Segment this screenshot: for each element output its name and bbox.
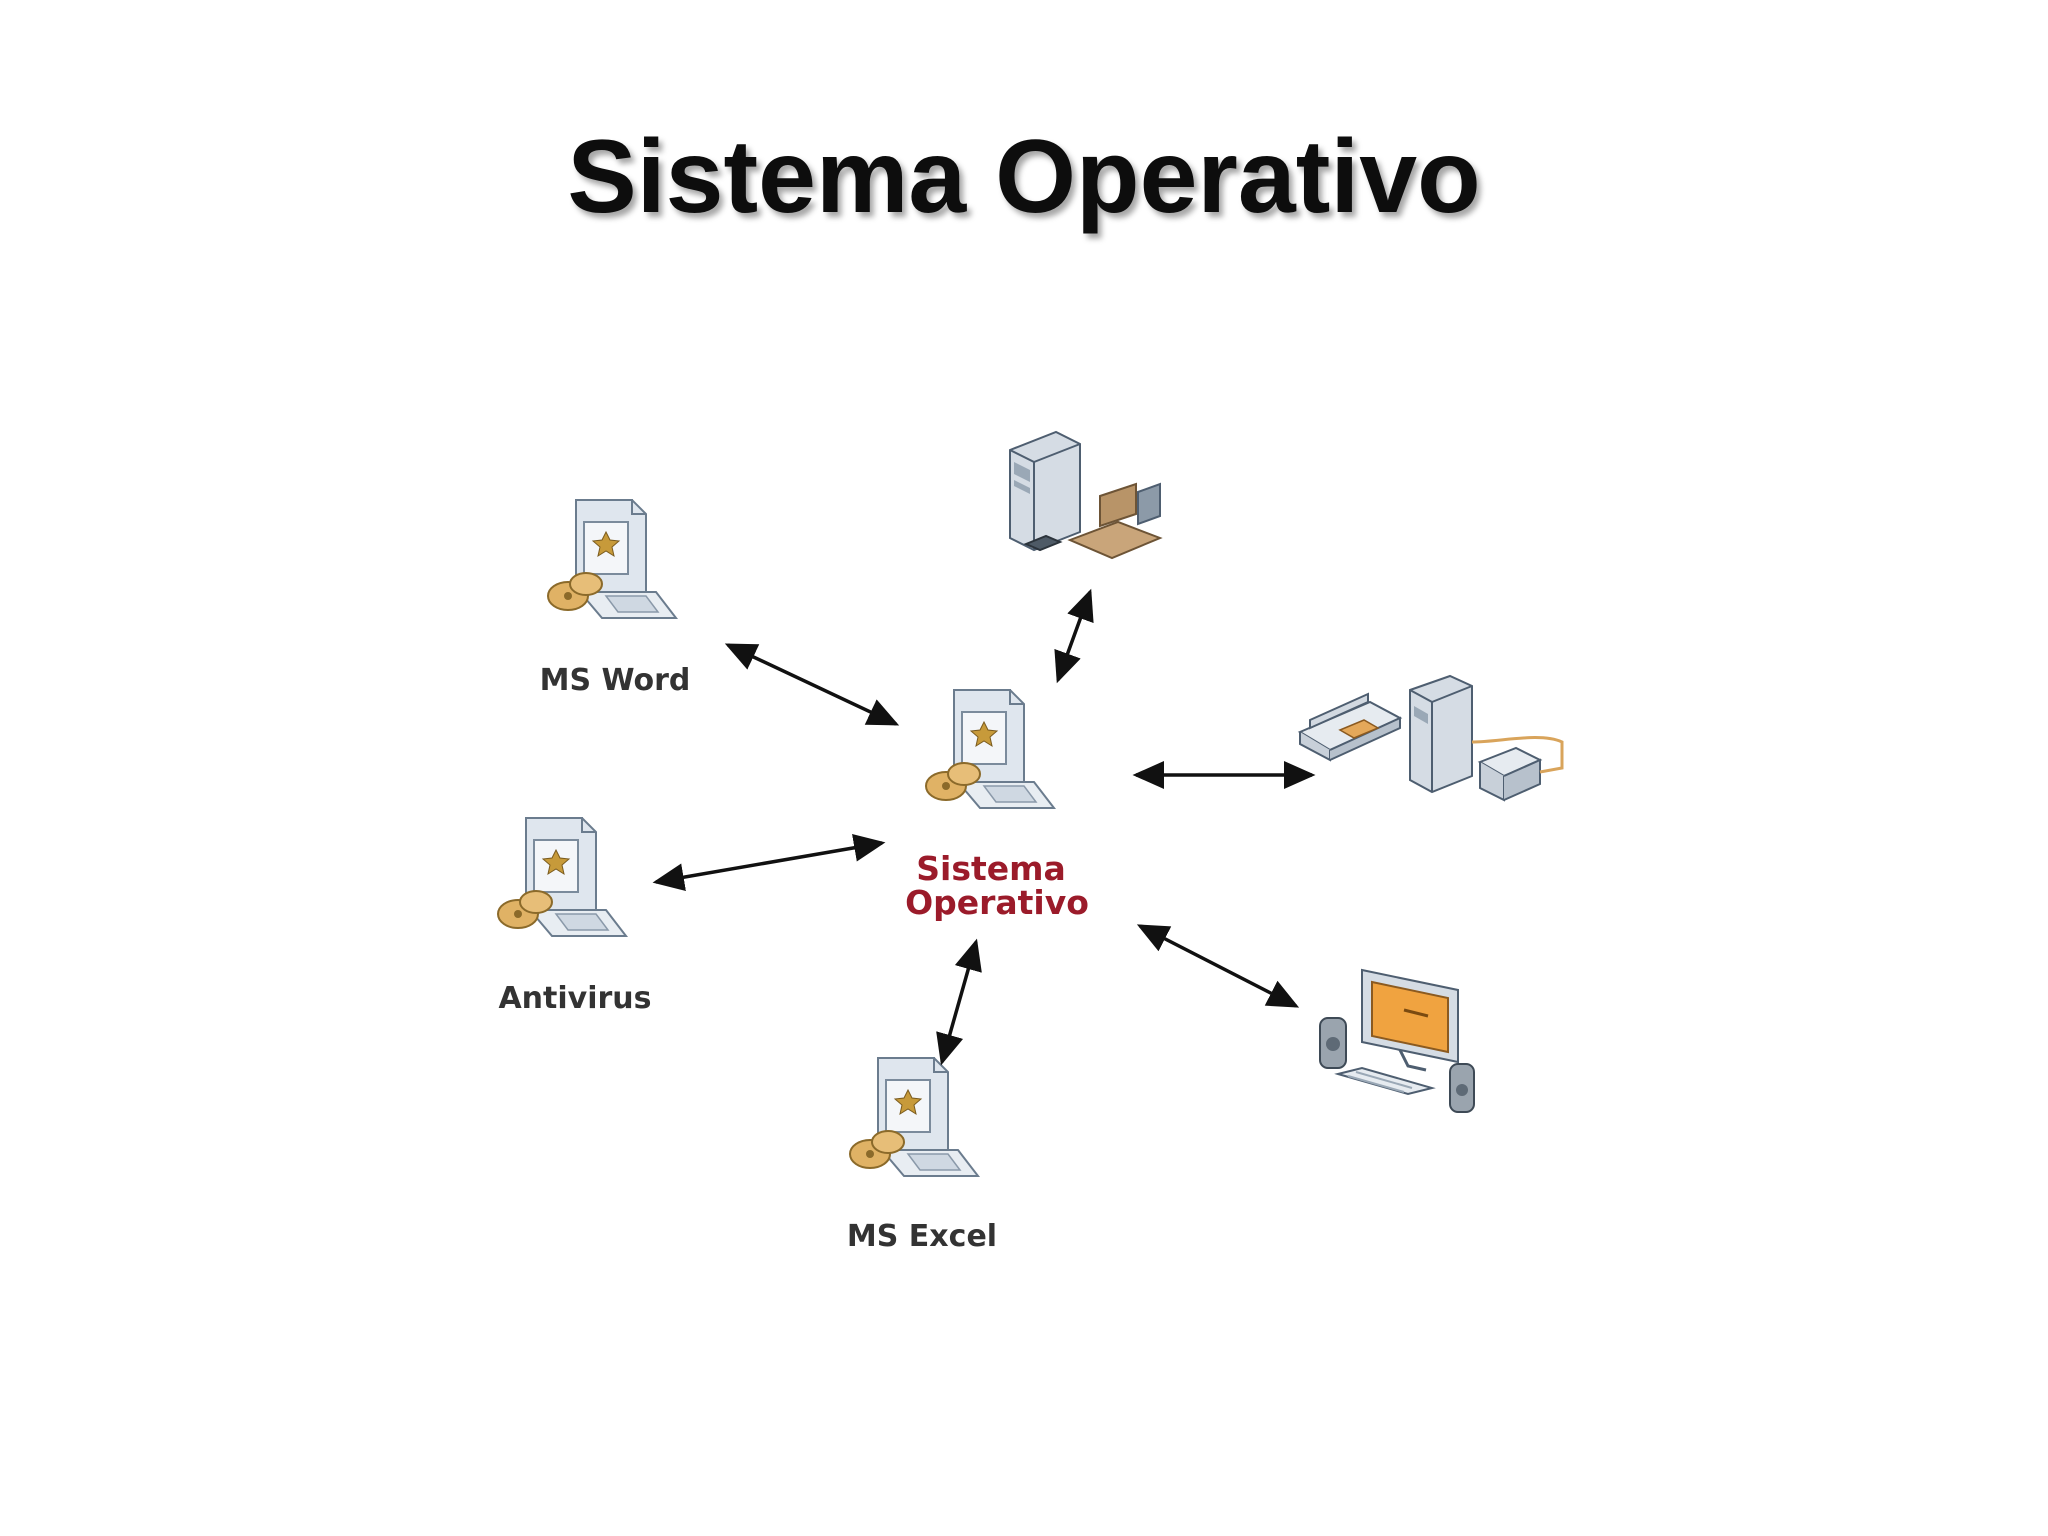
arrow-os-desktop [1136,924,1300,1008]
center-label-line2: Operativo [905,883,1089,922]
arrow-os-components [1054,588,1094,684]
arrow-os-excel [936,938,982,1066]
scanner-tower-printer-icon [1298,674,1564,802]
ms-word-label: MS Word [540,663,691,698]
ms-excel-app-icon [849,1057,979,1177]
desktop-computer-icon [1318,968,1476,1114]
operating-system-icon [925,689,1055,809]
antivirus-app-icon [497,817,627,937]
computer-tower-components-icon [1009,431,1161,559]
arrow-antivirus-os [652,833,886,892]
slide-title: Sistema Operativo [567,119,1481,235]
ms-excel-label: MS Excel [847,1219,997,1254]
center-label-line1: Sistema [916,849,1066,888]
arrow-word-os [724,643,900,726]
ms-word-app-icon [547,499,677,619]
antivirus-label: Antivirus [498,981,651,1016]
